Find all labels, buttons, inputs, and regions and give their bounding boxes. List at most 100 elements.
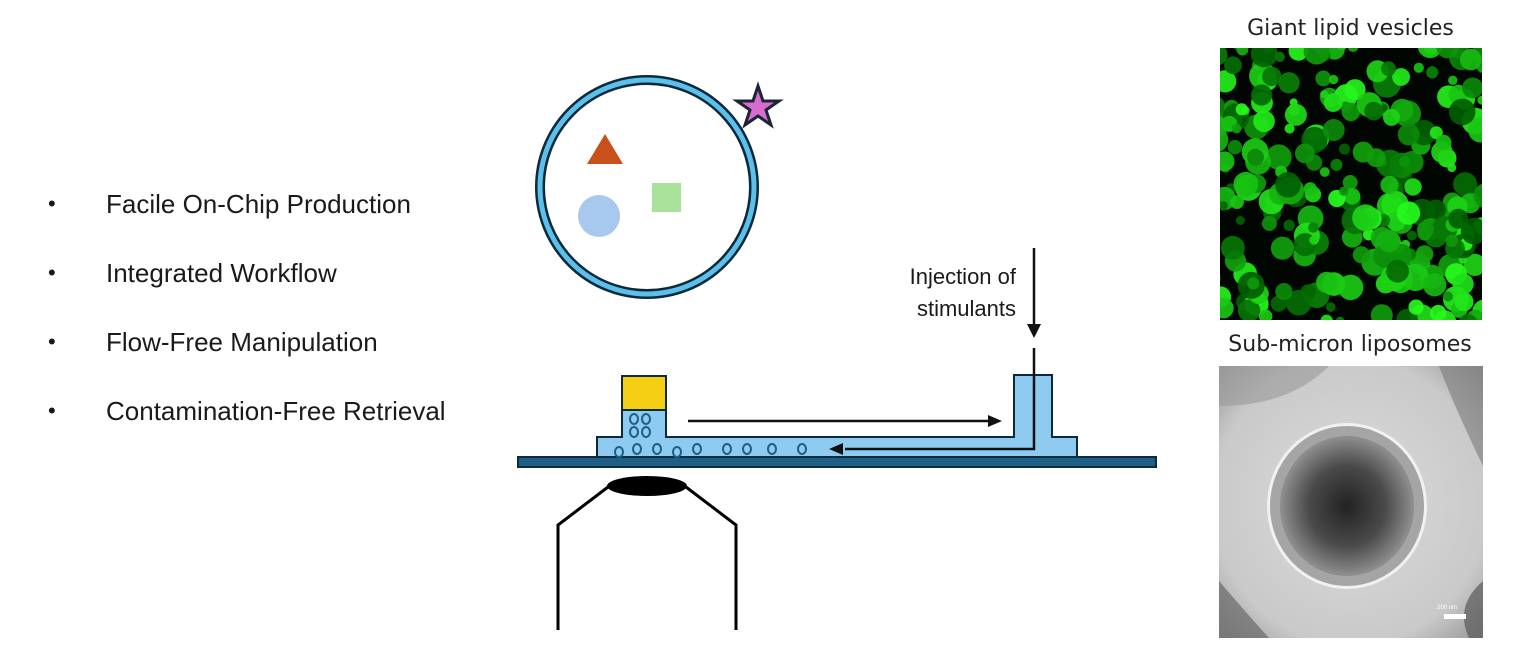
vesicle-spot: [1448, 208, 1469, 229]
vesicle-spot: [1258, 309, 1273, 320]
vesicle-spot: [1266, 144, 1292, 170]
vesicle-spot: [1339, 186, 1349, 196]
vesicle-spot: [1435, 134, 1452, 151]
microchannel: [596, 374, 1078, 458]
arrow-left-icon: [829, 443, 843, 455]
vesicle-icon: [629, 426, 639, 438]
vesicle-icon: [614, 446, 624, 458]
bullet-icon: •: [48, 260, 56, 285]
vesicle-spot: [1320, 314, 1333, 320]
vesicle-spot: [1425, 199, 1447, 221]
vesicle-spot: [1230, 195, 1244, 210]
vesicle-spot: [1227, 140, 1243, 155]
vesicle-spot: [1275, 172, 1301, 198]
giant-vesicles-image: [1220, 48, 1482, 320]
vesicle-spot: [1237, 299, 1261, 320]
vesicle-spot: [1399, 156, 1411, 168]
vesicle-spot: [1295, 143, 1315, 164]
vesicle-icon: [692, 443, 702, 455]
vesicle-spot: [1308, 128, 1322, 142]
vesicle-spot: [1408, 299, 1424, 315]
vesicle-spot: [1309, 235, 1319, 245]
vesicle-icon: [797, 443, 807, 455]
circle-cargo-icon: [578, 195, 620, 237]
injection-label-line1: Injection of: [910, 264, 1017, 289]
arrow-down-icon: [1027, 324, 1041, 338]
vesicle-icon: [672, 446, 682, 458]
vesicle-spot: [1468, 117, 1482, 143]
vesicle-spot: [1220, 97, 1225, 113]
vesicle-spot: [1442, 291, 1453, 302]
vesicle-icon: [722, 443, 732, 455]
vesicle-spot: [1315, 70, 1332, 87]
vesicle-spot: [1448, 75, 1458, 85]
vesicle-spot: [1337, 274, 1364, 301]
vesicle-spot: [1283, 219, 1295, 231]
vesicle-spot: [1275, 283, 1293, 301]
vesicle-spot: [1417, 48, 1443, 59]
vesicle-spot: [1422, 273, 1447, 297]
vesicle-spot: [1426, 66, 1439, 79]
vesicle-membrane: [537, 77, 757, 297]
oil-reservoir: [621, 375, 667, 411]
vesicle-spot: [1341, 102, 1361, 122]
vesicle-spot: [1328, 74, 1339, 85]
fluorescence-micrograph: [1220, 48, 1482, 320]
vesicle-icon: [767, 443, 777, 455]
vesicle-spot: [1220, 151, 1235, 172]
vesicle-spot: [1284, 103, 1307, 126]
vesicle-spot: [1366, 148, 1386, 168]
vesicle-spot: [1235, 216, 1245, 225]
triangle-cargo-icon: [587, 134, 623, 164]
vesicle-spot: [1220, 128, 1229, 152]
vesicle-icon: [641, 426, 651, 438]
vesicle-spot: [1430, 304, 1447, 320]
vesicle-spot: [1396, 201, 1421, 225]
vesicle-spot: [1392, 68, 1410, 86]
vesicle-spot: [1463, 253, 1482, 276]
vesicle-spot: [1320, 90, 1329, 99]
vesicle-spot: [1278, 72, 1300, 94]
bullet-icon: •: [48, 398, 56, 423]
vesicle-spot: [1415, 245, 1434, 263]
lens-icon: [607, 476, 687, 496]
vesicle-spot: [1326, 302, 1336, 312]
vesicle-icon: [652, 443, 662, 455]
vesicle-spot: [1407, 230, 1417, 241]
vesicle-spot: [1236, 48, 1249, 56]
vesicle-spot: [1352, 204, 1379, 232]
vesicle-spot: [1417, 221, 1434, 238]
vesicle-spot: [1323, 93, 1343, 112]
vesicle-spot: [1262, 66, 1282, 87]
vesicle-spot: [1462, 77, 1482, 99]
microfluidic-chip: [517, 348, 1157, 468]
vesicle-icon: [632, 443, 642, 455]
vesicle-spot: [1220, 276, 1221, 282]
feature-label: Facile On-Chip Production: [106, 189, 411, 219]
feature-label: Integrated Workflow: [106, 258, 337, 288]
liposomes-title: Sub-micron liposomes: [1228, 332, 1472, 357]
channel-vesicles: [614, 443, 807, 458]
vesicle-spot: [1381, 61, 1396, 77]
vesicle-spot: [1397, 123, 1420, 146]
vesicle-spot: [1308, 222, 1319, 233]
scale-bar-label: 200 nm: [1437, 605, 1457, 611]
vesicle-spot: [1452, 273, 1474, 295]
vesicle-spot: [1335, 316, 1345, 320]
vesicle-spot: [1447, 163, 1457, 173]
vesicle-spot: [1473, 183, 1482, 208]
vesicle-spot: [1352, 246, 1370, 264]
bullet-icon: •: [48, 329, 56, 354]
feature-label: Flow-Free Manipulation: [106, 327, 378, 357]
vesicle-spot: [1380, 175, 1399, 195]
glass-substrate: [517, 456, 1157, 468]
vesicle-spot: [1220, 48, 1228, 65]
vesicle-spot: [1284, 123, 1295, 134]
vesicle-spot: [1386, 259, 1409, 283]
vesicle-spot: [1247, 148, 1264, 166]
vesicle-spot: [1477, 95, 1482, 105]
vesicle-spot: [1448, 98, 1476, 126]
well-vesicles: [629, 413, 651, 438]
liposome-core: [1283, 439, 1411, 573]
